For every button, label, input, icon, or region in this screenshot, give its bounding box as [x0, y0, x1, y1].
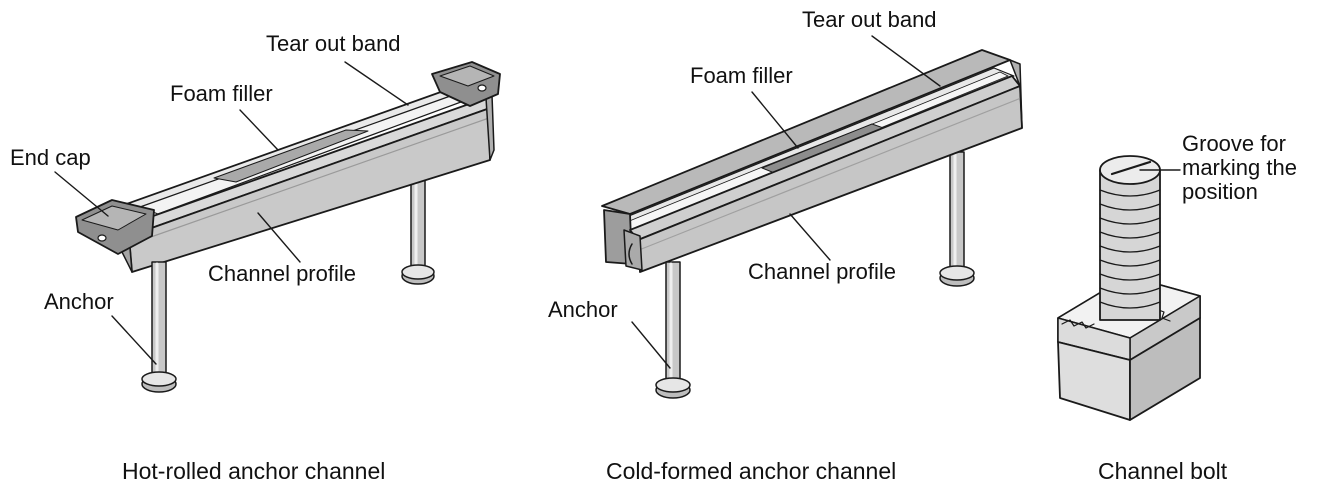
cold-formed-leader-lines	[631, 35, 941, 369]
hot-rolled-anchor-label: Anchor	[44, 289, 114, 314]
groove-label-line-1: Groove for	[1182, 131, 1286, 156]
leader-foam-filler	[239, 109, 279, 151]
cold-formed-channel-profile-label: Channel profile	[748, 259, 896, 284]
leader-channel-profile	[257, 212, 301, 263]
leader-anchor	[631, 321, 671, 369]
groove-label-line-3: position	[1182, 179, 1258, 204]
hot-rolled-anchor-left	[141, 261, 177, 393]
leader-tear-out-band	[871, 35, 941, 87]
cold-formed-channel-profile	[601, 49, 1023, 273]
leader-end-cap	[54, 171, 109, 217]
channel-bolt-groove	[1110, 160, 1152, 176]
cold-formed-anchor-left	[655, 261, 691, 399]
hot-rolled-tear-out-band-label: Tear out band	[266, 31, 401, 56]
hot-rolled-anchor-channel	[54, 61, 501, 393]
leader-channel-profile	[789, 213, 831, 261]
cold-formed-anchor-label: Anchor	[548, 297, 618, 322]
hot-rolled-end-cap-label: End cap	[10, 145, 91, 170]
leader-tear-out-band	[344, 61, 409, 106]
cold-formed-anchor-right	[939, 151, 975, 287]
channel-bolt-groove-label: Groove for marking the position	[1182, 132, 1297, 204]
cold-formed-anchor-channel	[601, 35, 1023, 399]
leader-foam-filler	[751, 91, 799, 149]
hot-rolled-channel-profile-label: Channel profile	[208, 261, 356, 286]
groove-label-line-2: marking the	[1182, 155, 1297, 180]
hot-rolled-end-cap-right	[431, 61, 501, 107]
hot-rolled-caption: Hot-rolled anchor channel	[122, 458, 386, 484]
leader-anchor	[111, 315, 157, 365]
cold-formed-foam-filler-label: Foam filler	[690, 63, 793, 88]
channel-bolt-caption: Channel bolt	[1098, 458, 1228, 484]
cold-formed-caption: Cold-formed anchor channel	[606, 458, 897, 484]
hot-rolled-leader-lines	[54, 61, 409, 365]
cold-formed-tear-out-band-label: Tear out band	[802, 7, 937, 32]
channel-bolt	[1057, 155, 1201, 421]
hot-rolled-channel-profile	[117, 87, 495, 273]
hot-rolled-foam-filler-label: Foam filler	[170, 81, 273, 106]
channel-bolt-shank	[1099, 155, 1161, 321]
